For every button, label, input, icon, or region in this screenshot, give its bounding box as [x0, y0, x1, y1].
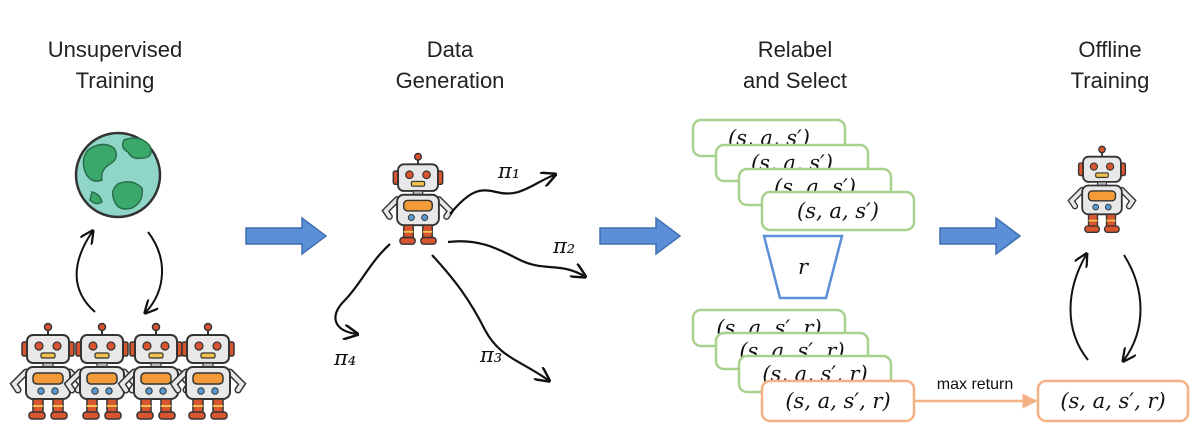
stage-title-unsupervised-training: Unsupervised Training: [20, 34, 210, 96]
policy-label-pi4: π₄: [333, 346, 356, 370]
relabeled-stack: (s, a, s′, r) (s, a, s′, r) (s, a, s′, r…: [691, 308, 916, 423]
reward-label: r: [798, 255, 810, 279]
stage-title-relabel-and-select: Relabel and Select: [715, 34, 875, 96]
trajectory-pi3: [431, 254, 548, 380]
transition-box: [760, 190, 916, 232]
earth-icon: [74, 131, 162, 219]
relabeled-text: (s, a, s′, r): [785, 389, 890, 413]
trajectory-pi2: [447, 240, 584, 276]
policy-label-pi3: π₃: [479, 343, 502, 367]
stage-title-data-generation: Data Generation: [370, 34, 530, 96]
stage-title-line1: Offline: [1078, 37, 1142, 62]
reward-funnel: [762, 234, 844, 300]
trajectory-pi4: [334, 243, 391, 334]
stage-arrow-1: [245, 216, 328, 256]
robot-icon: [386, 153, 451, 244]
trajectory-pi1: [449, 175, 554, 215]
offline-cycle-arrow-down: [1124, 254, 1142, 360]
policy-label-pi2: π₂: [552, 234, 575, 258]
selected-transition-text: (s, a, s′, r): [1060, 389, 1165, 413]
stage-title-line1: Data: [426, 37, 474, 62]
stage-title-line1: Unsupervised: [47, 37, 183, 62]
robot-icon: [174, 324, 242, 420]
transition-text: (s, a, s′): [797, 199, 879, 223]
stage-title-offline-training: Offline Training: [1030, 34, 1190, 96]
stage-title-line1: Relabel: [757, 37, 833, 62]
transition-stack: (s, a, s′) (s, a, s′) (s, a, s′) (s, a, …: [691, 118, 916, 232]
policy-label-pi1: π₁: [497, 159, 520, 183]
cycle-arrow-up: [75, 232, 96, 313]
robot-icon: [14, 324, 82, 420]
stage-title-line2: and Select: [743, 68, 847, 93]
stage-title-line2: Training: [1070, 68, 1150, 93]
offline-cycle-arrow-up: [1069, 255, 1089, 361]
stage-arrow-3: [939, 216, 1022, 256]
stage-title-line2: Training: [75, 68, 155, 93]
robot-icon: [122, 324, 190, 420]
max-return-label: max return: [937, 376, 1013, 393]
selected-transition-box: [1036, 379, 1190, 423]
stage-arrow-2: [599, 216, 682, 256]
robot-icon: [1071, 146, 1132, 232]
stage-title-line2: Generation: [395, 68, 505, 93]
robot-population: [14, 324, 242, 420]
robot-icon: [68, 324, 136, 420]
cycle-arrow-down: [146, 231, 163, 312]
